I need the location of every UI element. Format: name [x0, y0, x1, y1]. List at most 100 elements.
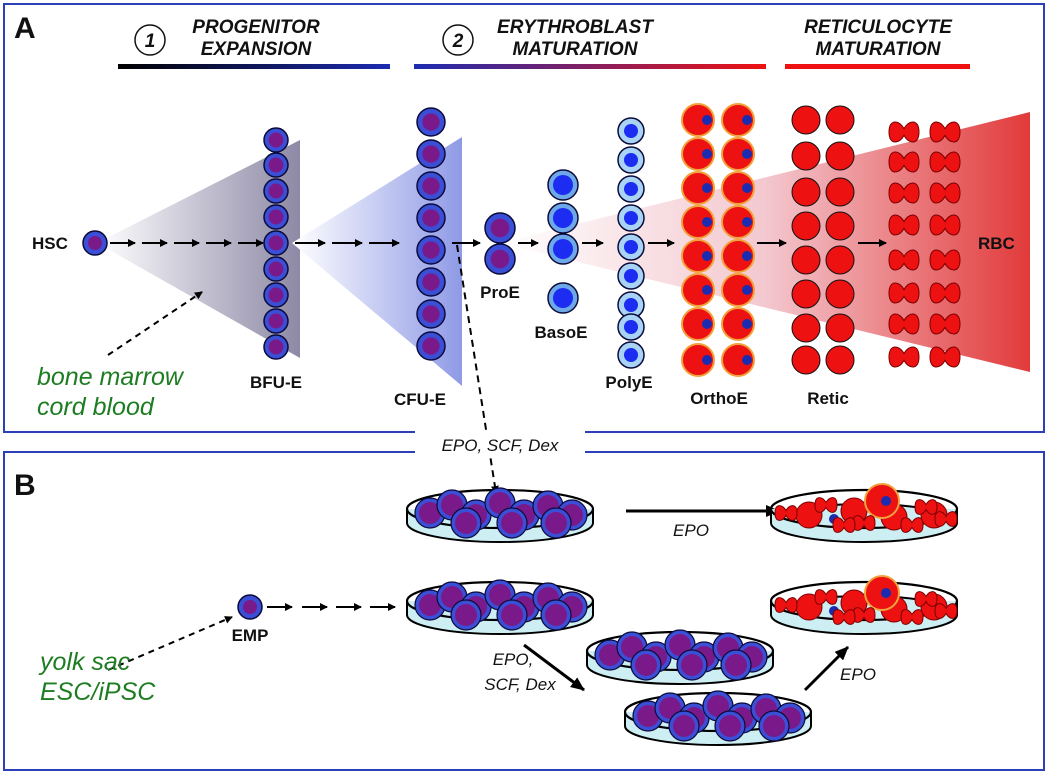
- orthoe-cell: [681, 239, 715, 273]
- cfue-cell-nucleus: [422, 209, 440, 227]
- orthoe-nucleus: [742, 319, 752, 329]
- stage-number: 1: [145, 31, 156, 52]
- rbc-cell: [888, 214, 920, 236]
- orthoe-cell: [681, 273, 715, 307]
- stage-header-erythroblast: 2 ERYTHROBLAST MATURATION: [414, 17, 766, 69]
- orthoe-cell: [681, 205, 715, 239]
- stage-number: 2: [452, 31, 464, 52]
- retic-cell: [791, 177, 821, 207]
- bfue-cell-nucleus: [268, 339, 284, 355]
- stage-title-line1: ERYTHROBLAST: [497, 17, 654, 38]
- source-arrow-b: [107, 616, 233, 671]
- rbc-cell: [888, 346, 920, 368]
- orthoe-cell: [681, 307, 715, 341]
- orthoe-nucleus: [702, 217, 712, 227]
- orthoe-cell: [681, 103, 715, 137]
- cultured-progenitor-nucleus: [599, 644, 621, 666]
- stage-title-line2: EXPANSION: [201, 39, 313, 60]
- label-emp: EMP: [232, 626, 269, 645]
- retic-cell: [825, 279, 855, 309]
- polye-nucleus: [624, 182, 638, 196]
- culture-dish-emp: [405, 579, 595, 635]
- orthoe-cell: [721, 343, 755, 377]
- orthoe-nucleus: [702, 285, 712, 295]
- epo-label-top: EPO: [673, 521, 709, 540]
- stage-header-reticulocyte: RETICULOCYTE MATURATION: [785, 17, 970, 69]
- retic-cell: [825, 105, 855, 135]
- orthoe-nucleus: [742, 251, 752, 261]
- retic-cell: [791, 211, 821, 241]
- bfue-cell-nucleus: [268, 183, 284, 199]
- epo-arrow-bottom: [803, 645, 850, 692]
- stage-number-circle: [134, 24, 166, 56]
- cultured-progenitor-nucleus: [489, 492, 511, 514]
- proe-cell-nucleus: [490, 218, 510, 238]
- stage-title-line1: PROGENITOR: [192, 17, 320, 38]
- source-b-line2: ESC/iPSC: [40, 678, 156, 706]
- rbc-cell: [814, 497, 838, 513]
- rbc-cell: [814, 589, 838, 605]
- polye-nucleus: [624, 320, 638, 334]
- polye-nucleus: [624, 124, 638, 138]
- stage-title-line1: RETICULOCYTE: [804, 17, 953, 38]
- retic-cell: [825, 345, 855, 375]
- rbc-cell: [929, 249, 961, 271]
- retic-cell: [825, 141, 855, 171]
- rbc-cell: [929, 346, 961, 368]
- culture-dish-expansion-2: [623, 690, 813, 746]
- rbc-cell: [900, 609, 924, 625]
- cultured-progenitor-nucleus: [669, 634, 691, 656]
- rbc-cell: [929, 313, 961, 335]
- cultured-progenitor-nucleus: [489, 584, 511, 606]
- retic-cell: [791, 141, 821, 171]
- orthoe-cell: [681, 343, 715, 377]
- cultured-progenitor-nucleus: [545, 512, 567, 534]
- label-cfue: CFU-E: [394, 390, 446, 409]
- rbc-cell: [934, 603, 958, 619]
- cultured-progenitor-nucleus: [635, 654, 657, 676]
- source-b-line1: yolk sac: [38, 648, 131, 676]
- bfue-cell-nucleus: [268, 132, 284, 148]
- expansion-cone-cfue: [292, 137, 462, 386]
- basoe-nucleus: [553, 175, 573, 195]
- culture-dish-red-bottom: [769, 575, 959, 635]
- expansion-arrow-b: [523, 643, 585, 692]
- label-rbc: RBC: [978, 234, 1015, 253]
- cultured-progenitor-nucleus: [501, 604, 523, 626]
- retic-cell: [825, 211, 855, 241]
- rbc-cell: [929, 282, 961, 304]
- cultured-progenitor-nucleus: [681, 654, 703, 676]
- orthoe-nucleus: [702, 355, 712, 365]
- cultured-progenitor-nucleus: [637, 705, 659, 727]
- bfue-cell-nucleus: [268, 261, 284, 277]
- dish-rim: [769, 580, 959, 622]
- rbc-cell: [914, 591, 938, 607]
- culture-conditions: EPO, SCF, Dex: [442, 436, 559, 455]
- conditions-b-line1: EPO,: [493, 650, 534, 669]
- rbc-cell: [900, 517, 924, 533]
- cfue-cell-nucleus: [422, 273, 440, 291]
- orthoe-cell: [721, 137, 755, 171]
- orthoe-cell: [721, 205, 755, 239]
- orthoe-nucleus: [742, 149, 752, 159]
- epo-label-bottom: EPO: [840, 665, 876, 684]
- retic-cell: [825, 245, 855, 275]
- cultured-orthoe-nucleus: [881, 496, 891, 506]
- retic-cell: [825, 177, 855, 207]
- dish-rim: [769, 488, 959, 530]
- polye-nucleus: [624, 153, 638, 167]
- cfue-cell-nucleus: [422, 305, 440, 323]
- retic-cell: [791, 345, 821, 375]
- cultured-progenitor-nucleus: [725, 654, 747, 676]
- bfue-cell-nucleus: [268, 313, 284, 329]
- cfue-cell-nucleus: [422, 113, 440, 131]
- label-hsc: HSC: [32, 234, 68, 253]
- orthoe-nucleus: [702, 251, 712, 261]
- rbc-cell: [832, 609, 856, 625]
- polye-nucleus: [624, 240, 638, 254]
- conditions-b-line2: SCF, Dex: [484, 675, 556, 694]
- cfue-cell-nucleus: [422, 337, 440, 355]
- rbc-cell: [934, 511, 958, 527]
- orthoe-nucleus: [742, 115, 752, 125]
